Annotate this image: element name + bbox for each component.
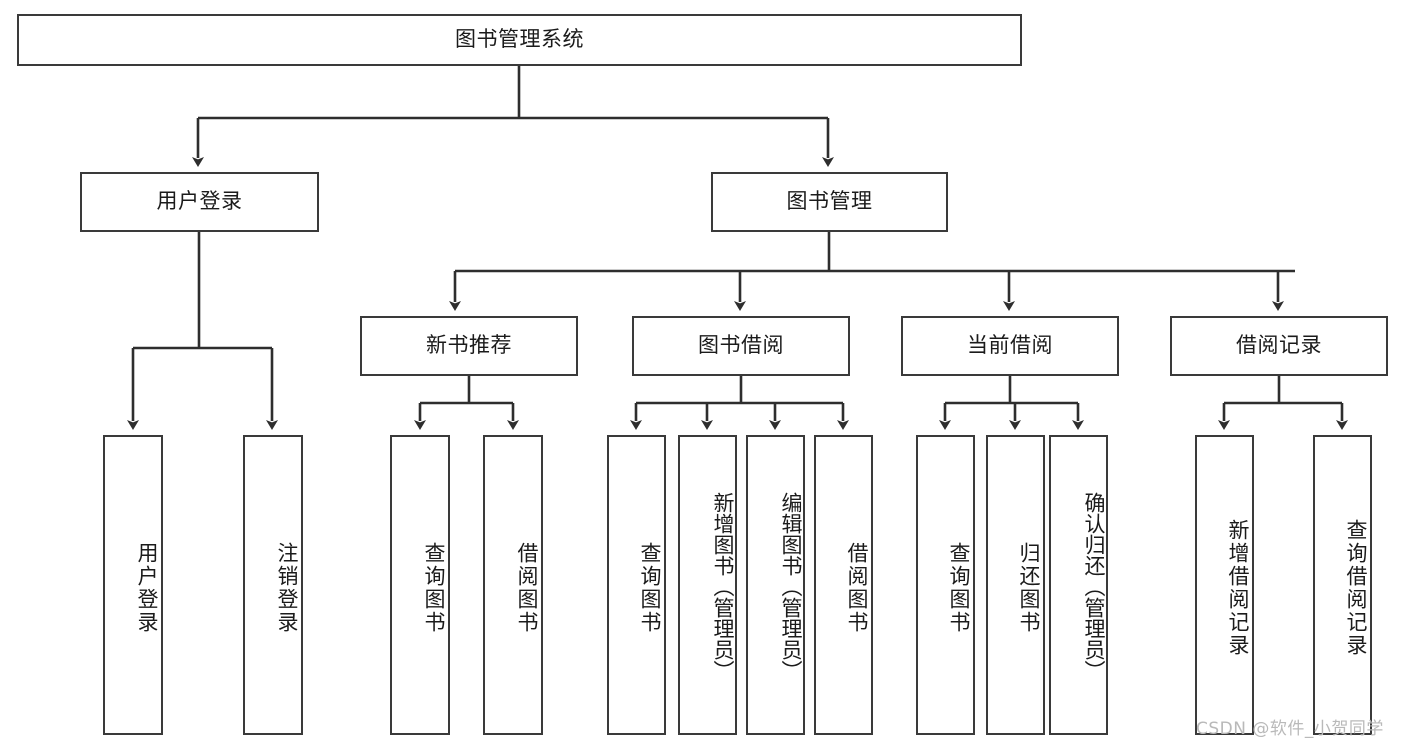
node-leaf-borrow-book[interactable]: 借阅图书 — [814, 435, 873, 735]
node-leaf-user-login[interactable]: 用户登录 — [103, 435, 163, 735]
node-leaf-query-book-current[interactable]: 查询图书 — [916, 435, 975, 735]
node-leaf-add-borrow-record[interactable]: 新增借阅记录 — [1195, 435, 1254, 735]
node-leaf-query-book-recommend[interactable]: 查询图书 — [390, 435, 450, 735]
node-leaf-user-logout[interactable]: 注销登录 — [243, 435, 303, 735]
csdn-watermark: CSDN @软件_小贺同学 — [1196, 719, 1384, 739]
node-leaf-query-book-borrow[interactable]: 查询图书 — [607, 435, 666, 735]
node-book-management[interactable]: 图书管理 — [711, 172, 948, 232]
node-root-system[interactable]: 图书管理系统 — [17, 14, 1022, 66]
node-new-book-recommend[interactable]: 新书推荐 — [360, 316, 578, 376]
node-leaf-query-borrow-record[interactable]: 查询借阅记录 — [1313, 435, 1372, 735]
node-user-login[interactable]: 用户登录 — [80, 172, 319, 232]
node-book-borrow[interactable]: 图书借阅 — [632, 316, 850, 376]
node-leaf-add-book-admin[interactable]: 新增图书（管理员） — [678, 435, 737, 735]
node-current-borrow[interactable]: 当前借阅 — [901, 316, 1119, 376]
node-leaf-borrow-book-recommend[interactable]: 借阅图书 — [483, 435, 543, 735]
node-leaf-return-book[interactable]: 归还图书 — [986, 435, 1045, 735]
node-leaf-edit-book-admin[interactable]: 编辑图书（管理员） — [746, 435, 805, 735]
node-borrow-record[interactable]: 借阅记录 — [1170, 316, 1388, 376]
node-leaf-confirm-return-admin[interactable]: 确认归还（管理员） — [1049, 435, 1108, 735]
